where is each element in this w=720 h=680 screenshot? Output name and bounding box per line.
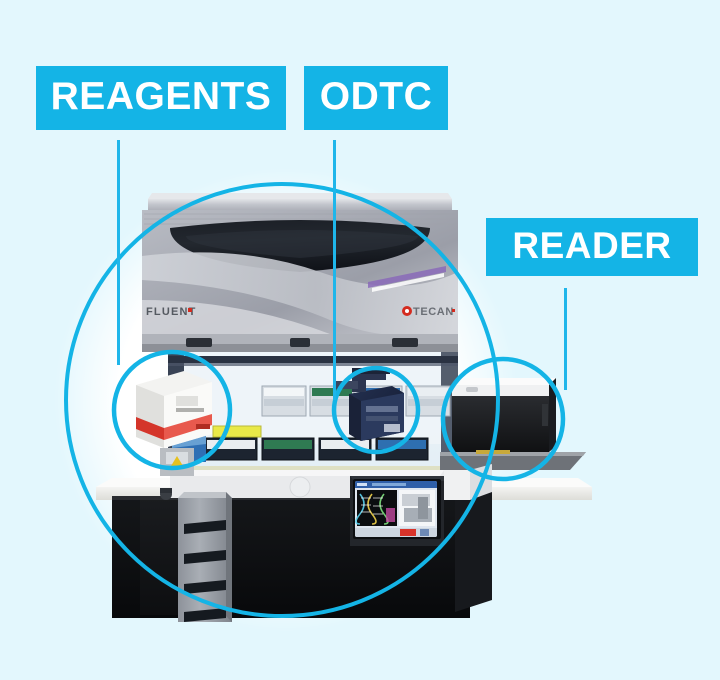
- reader-port: [466, 387, 478, 392]
- callout-label-odtc[interactable]: ODTC: [304, 66, 448, 130]
- brand-fluent: FLUENT: [146, 306, 197, 318]
- brand-tecan: TECAN: [413, 306, 454, 318]
- instrument-hood: FLUENT TECAN: [142, 193, 458, 352]
- callout-circles: [64, 182, 566, 618]
- reader-highlight-circle: [440, 356, 566, 482]
- reader-module: [440, 378, 586, 470]
- touchscreen-panel[interactable]: [350, 476, 448, 546]
- tower-module: [160, 488, 232, 622]
- odtc-highlight-circle: [331, 365, 421, 455]
- reagent-cartridge: [136, 371, 212, 476]
- tower-slots: [184, 520, 226, 622]
- callout-label-reagents[interactable]: REAGENTS: [36, 66, 286, 130]
- accent-stripe: [368, 266, 446, 288]
- leader-line-reader: [564, 288, 567, 390]
- leader-line-odtc: [333, 140, 336, 400]
- reagents-highlight-circle: [111, 349, 233, 471]
- odtc-module: [336, 368, 404, 441]
- main-highlight-circle: [64, 182, 500, 618]
- leader-line-reagents: [117, 140, 120, 365]
- brand-fluent-dot: [188, 308, 192, 312]
- deck-indicator-light: [289, 476, 311, 498]
- callout-label-reader[interactable]: READER: [486, 218, 698, 276]
